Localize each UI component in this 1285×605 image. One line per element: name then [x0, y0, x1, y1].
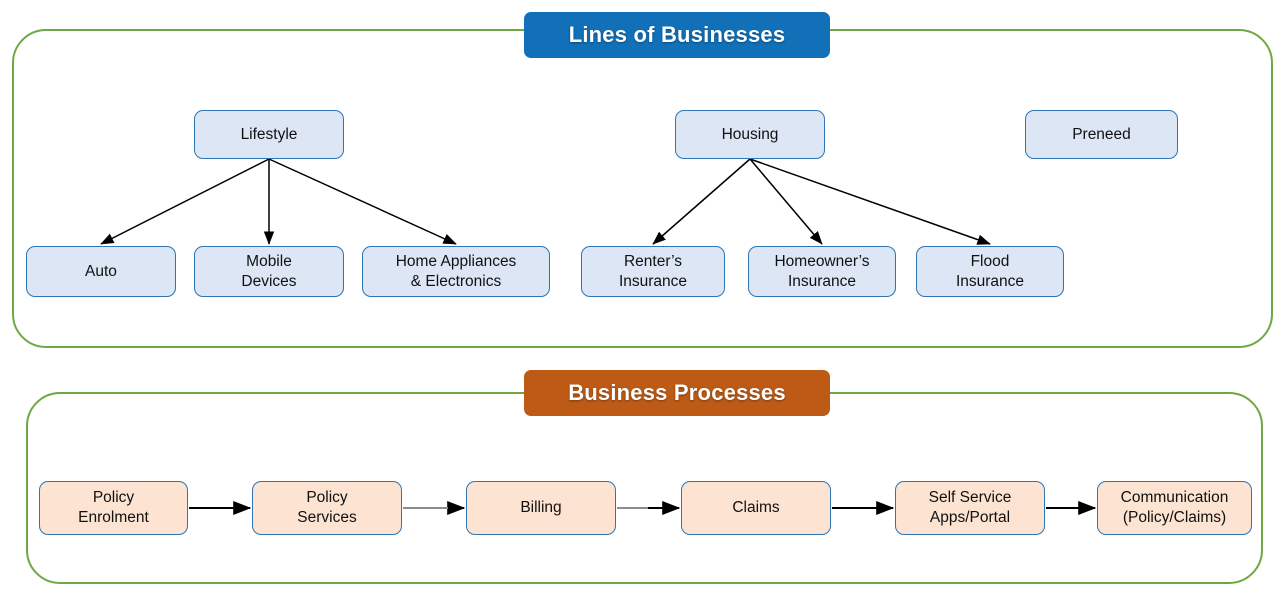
- node-renters-insurance[interactable]: Renter’s Insurance: [581, 246, 725, 297]
- node-lifestyle[interactable]: Lifestyle: [194, 110, 344, 159]
- business-processes-panel: [26, 392, 1263, 584]
- node-home-appliances-electronics[interactable]: Home Appliances & Electronics: [362, 246, 550, 297]
- node-homeowners-insurance[interactable]: Homeowner’s Insurance: [748, 246, 896, 297]
- business-processes-header: Business Processes: [524, 370, 830, 416]
- process-self-service-apps-portal[interactable]: Self Service Apps/Portal: [895, 481, 1045, 535]
- process-policy-enrolment[interactable]: Policy Enrolment: [39, 481, 188, 535]
- node-flood-insurance[interactable]: Flood Insurance: [916, 246, 1064, 297]
- node-preneed[interactable]: Preneed: [1025, 110, 1178, 159]
- process-communication-policy-claims[interactable]: Communication (Policy/Claims): [1097, 481, 1252, 535]
- process-billing[interactable]: Billing: [466, 481, 616, 535]
- node-housing[interactable]: Housing: [675, 110, 825, 159]
- process-policy-services[interactable]: Policy Services: [252, 481, 402, 535]
- lines-of-businesses-header: Lines of Businesses: [524, 12, 830, 58]
- process-claims[interactable]: Claims: [681, 481, 831, 535]
- lines-of-businesses-panel: [12, 29, 1273, 348]
- node-mobile-devices[interactable]: Mobile Devices: [194, 246, 344, 297]
- node-auto[interactable]: Auto: [26, 246, 176, 297]
